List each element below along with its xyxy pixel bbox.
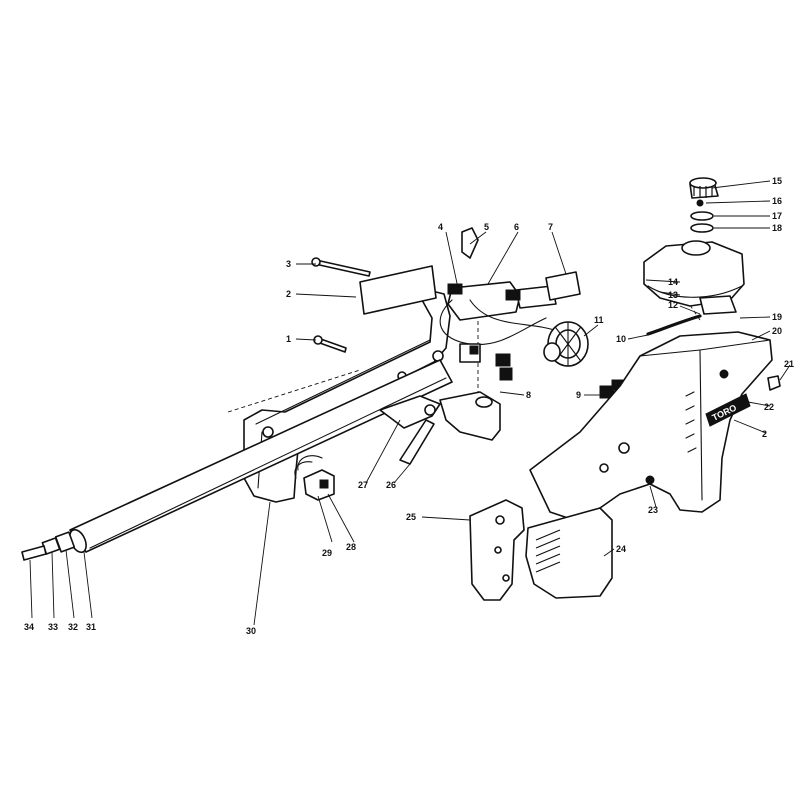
callout-16: 16 xyxy=(772,196,782,206)
callout-2-left: 2 xyxy=(286,289,291,299)
callout-3: 3 xyxy=(286,259,291,269)
callout-14: 14 xyxy=(668,277,678,287)
callout-6: 6 xyxy=(514,222,519,232)
callout-8: 8 xyxy=(526,390,531,400)
callout-26: 26 xyxy=(386,480,396,490)
callout-2-right: 2 xyxy=(762,429,767,439)
callout-21: 21 xyxy=(784,359,794,369)
cover-plate xyxy=(469,499,525,601)
callout-15: 15 xyxy=(772,176,782,186)
leader-lines xyxy=(29,180,791,626)
callout-17: 17 xyxy=(772,211,782,221)
callout-24: 24 xyxy=(616,544,626,554)
rubber-mounts xyxy=(459,343,625,399)
trigger-switch xyxy=(294,455,335,501)
callout-12: 12 xyxy=(668,300,678,310)
callout-23: 23 xyxy=(648,505,658,515)
drive-shaft-tube xyxy=(69,359,453,554)
callout-5: 5 xyxy=(484,222,489,232)
screws xyxy=(311,257,371,353)
callout-25: 25 xyxy=(406,512,416,522)
side-cover xyxy=(525,507,613,599)
callout-31: 31 xyxy=(86,622,96,632)
mounting-bracket xyxy=(439,281,561,346)
callout-30: 30 xyxy=(246,626,256,636)
throttle-lever xyxy=(379,391,501,465)
decals xyxy=(359,265,581,315)
callout-19: 19 xyxy=(772,312,782,322)
callout-10: 10 xyxy=(616,334,626,344)
retaining-clip xyxy=(767,375,781,391)
fan-impeller xyxy=(543,321,589,367)
callout-labels: 1 2 2 3 4 5 6 7 8 9 10 11 12 13 14 15 16… xyxy=(24,176,794,636)
fuel-tank xyxy=(643,240,745,315)
fuel-line xyxy=(646,314,702,336)
engine-shroud xyxy=(529,331,773,521)
callout-27: 27 xyxy=(358,480,368,490)
callout-11: 11 xyxy=(594,315,604,325)
callout-18: 18 xyxy=(772,223,782,233)
callout-1: 1 xyxy=(286,334,291,344)
callout-33: 33 xyxy=(48,622,58,632)
callout-28: 28 xyxy=(346,542,356,552)
callout-34: 34 xyxy=(24,622,34,632)
fuel-cap-assembly xyxy=(689,177,719,233)
callout-4: 4 xyxy=(438,222,443,232)
callout-29: 29 xyxy=(322,548,332,558)
callout-9: 9 xyxy=(576,390,581,400)
shaft-end-fittings xyxy=(21,531,76,561)
switch-knob xyxy=(461,227,479,259)
callout-32: 32 xyxy=(68,622,78,632)
callout-20: 20 xyxy=(772,326,782,336)
callout-13: 13 xyxy=(668,290,678,300)
callout-22: 22 xyxy=(764,402,774,412)
callout-7: 7 xyxy=(548,222,553,232)
